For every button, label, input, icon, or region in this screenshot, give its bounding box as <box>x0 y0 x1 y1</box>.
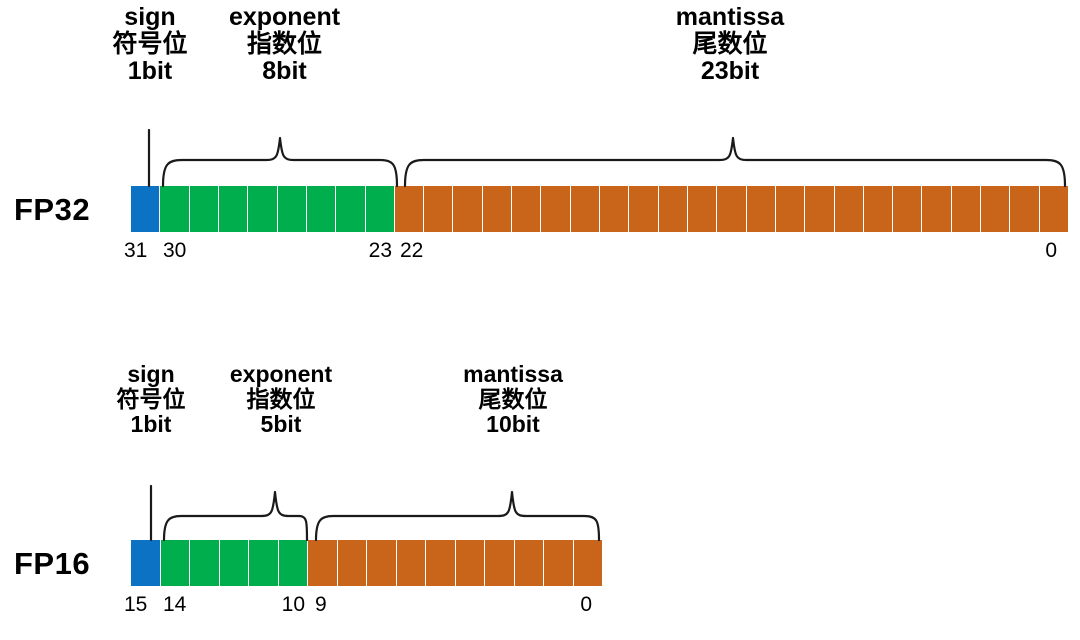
fp32-mantissa-bit-cell <box>746 186 776 232</box>
fp16-sign-label-zh: 符号位 <box>116 385 186 412</box>
fp16-bit-index-0: 0 <box>580 593 592 616</box>
fp16-exponent-bit-cell <box>190 540 220 586</box>
fp16-exponent-label: exponent 指数位 5bit <box>208 362 354 436</box>
fp16-mantissa-bit-cell <box>514 540 544 586</box>
fp16-mantissa-label: mantissa 尾数位 10bit <box>440 362 586 436</box>
fp32-mantissa-bit-cell <box>981 186 1011 232</box>
fp16-bit-index-14: 14 <box>163 593 187 616</box>
fp32-bit-index-23: 23 <box>368 239 392 262</box>
fp32-exponent-bit-cell <box>365 186 395 232</box>
fp32-mantissa-brace <box>403 136 1067 188</box>
fp32-format-name: FP32 <box>14 192 91 227</box>
fp32-mantissa-bit-cell <box>453 186 483 232</box>
fp16-mantissa-label-en: mantissa <box>463 361 563 387</box>
fp32-mantissa-label: mantissa 尾数位 23bit <box>650 4 810 85</box>
fp16-sign-label-en: sign <box>127 361 175 387</box>
fp32-sign-label: sign 符号位 1bit <box>90 4 210 85</box>
fp32-mantissa-bit-cell <box>687 186 718 232</box>
fp32-exponent-label-zh: 指数位 <box>246 30 322 58</box>
fp16-exponent-bit-cell <box>278 540 308 586</box>
fp32-mantissa-label-bits: 23bit <box>700 57 760 85</box>
fp16-mantissa-bit-cell <box>426 540 456 586</box>
fp16-sign-label: sign 符号位 1bit <box>98 362 204 436</box>
fp32-exponent-label: exponent 指数位 8bit <box>207 4 362 85</box>
fp32-mantissa-bit-cell <box>482 186 513 232</box>
fp16-bit-index-15: 15 <box>124 593 148 616</box>
fp32-mantissa-bit-cell <box>893 186 923 232</box>
fp32-exponent-label-bits: 8bit <box>262 57 307 85</box>
fp32-exponent-bit-cell <box>248 186 278 232</box>
fp32-exponent-bit-cell <box>336 186 366 232</box>
fp32-mantissa-bit-cell <box>834 186 864 232</box>
fp16-sign-bit-cell <box>131 540 161 586</box>
fp32-bit-index-30: 30 <box>163 239 187 262</box>
fp32-exponent-brace <box>161 136 399 188</box>
fp16-sign-label-bits: 1bit <box>130 410 172 437</box>
fp16-mantissa-label-bits: 10bit <box>486 410 540 437</box>
fp32-mantissa-label-zh: 尾数位 <box>692 30 768 58</box>
fp32-mantissa-label-en: mantissa <box>675 3 785 31</box>
fp16-exponent-bit-cell <box>160 540 190 586</box>
fp32-mantissa-bit-cell <box>629 186 659 232</box>
fp32-sign-label-zh: 符号位 <box>112 30 188 58</box>
fp16-exponent-label-zh: 指数位 <box>246 385 316 412</box>
fp16-format-name: FP16 <box>14 546 91 581</box>
fp32-mantissa-bit-cell <box>570 186 600 232</box>
fp32-mantissa-bit-cell <box>863 186 894 232</box>
fp32-exponent-bit-cell <box>189 186 219 232</box>
fp16-exponent-brace <box>162 490 309 542</box>
fp32-sign-bit-cell <box>131 186 161 232</box>
fp32-bit-index-0: 0 <box>1045 239 1057 262</box>
fp32-bit-index-31: 31 <box>124 239 148 262</box>
fp32-exponent-bit-cell <box>218 186 249 232</box>
fp16-mantissa-label-zh: 尾数位 <box>478 385 548 412</box>
fp32-mantissa-bit-cell <box>424 186 454 232</box>
fp32-mantissa-bit-cell <box>512 186 542 232</box>
fp32-mantissa-bit-cell <box>600 186 630 232</box>
fp16-exponent-bit-cell <box>249 540 279 586</box>
fp16-exponent-label-bits: 5bit <box>260 410 302 437</box>
fp16-bit-index-9: 9 <box>315 593 327 616</box>
fp32-bit-index-22: 22 <box>400 239 424 262</box>
fp16-mantissa-bit-cell <box>367 540 397 586</box>
fp32-exponent-bit-cell <box>277 186 307 232</box>
fp16-mantissa-bit-cell <box>485 540 515 586</box>
fp16-mantissa-bit-cell <box>396 540 426 586</box>
fp32-mantissa-bit-cell <box>717 186 747 232</box>
fp16-mantissa-bit-cell <box>337 540 367 586</box>
fp16-exponent-label-en: exponent <box>229 361 333 387</box>
fp16-mantissa-bit-cell <box>455 540 485 586</box>
fp32-mantissa-bit-cell <box>951 186 982 232</box>
fp32-mantissa-bit-cell <box>541 186 571 232</box>
fp32-mantissa-bit-cell <box>1039 186 1068 232</box>
fp16-bit-index-10: 10 <box>281 593 305 616</box>
fp16-mantissa-bit-cell <box>544 540 574 586</box>
fp32-bit-bar <box>131 186 1068 232</box>
fp32-sign-label-en: sign <box>124 3 176 31</box>
fp16-exponent-bit-cell <box>219 540 249 586</box>
fp32-exponent-bit-cell <box>160 186 190 232</box>
fp16-mantissa-brace <box>314 490 601 542</box>
fp32-mantissa-bit-cell <box>805 186 835 232</box>
fp16-mantissa-bit-cell <box>573 540 602 586</box>
fp32-mantissa-bit-cell <box>658 186 688 232</box>
fp32-mantissa-bit-cell <box>922 186 952 232</box>
fp32-exponent-bit-cell <box>306 186 337 232</box>
fp32-exponent-label-en: exponent <box>228 3 341 31</box>
fp16-bit-bar <box>131 540 602 586</box>
fp32-mantissa-bit-cell <box>1010 186 1040 232</box>
fp32-mantissa-bit-cell <box>775 186 806 232</box>
fp32-mantissa-bit-cell <box>394 186 425 232</box>
fp32-sign-label-bits: 1bit <box>127 57 173 85</box>
fp16-mantissa-bit-cell <box>308 540 338 586</box>
